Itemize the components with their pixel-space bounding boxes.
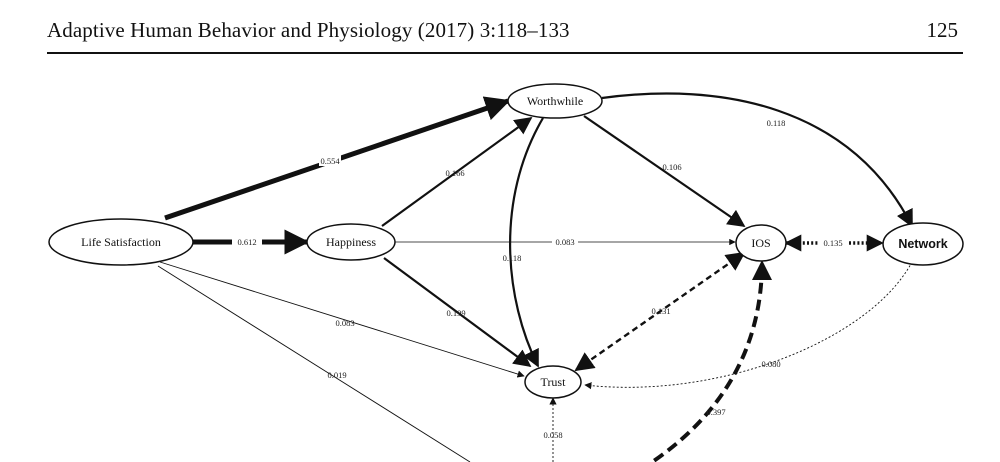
coef-worthwhile-ios: 0.106 xyxy=(662,162,681,172)
node-label-happiness: Happiness xyxy=(326,235,376,249)
node-ios: IOS xyxy=(735,224,787,262)
journal-title: Adaptive Human Behavior and Physiology (… xyxy=(47,18,570,42)
header-rule xyxy=(47,52,963,54)
edge-happiness-trust xyxy=(383,257,532,368)
page-number: 125 xyxy=(926,18,959,42)
coefficients: 0.554 0.612 0.166 0.106 0.118 0.083 0.13… xyxy=(232,118,847,440)
edge-worthwhile-network xyxy=(601,92,913,228)
nodes: Life Satisfaction Happiness Worthwhile I… xyxy=(48,83,964,399)
node-label-worthwhile: Worthwhile xyxy=(527,94,583,108)
edge-lower-ios xyxy=(648,260,772,462)
node-label-life-satisfaction: Life Satisfaction xyxy=(81,235,161,249)
edge-ls-lower xyxy=(157,265,471,462)
node-happiness: Happiness xyxy=(306,223,396,261)
coef-worthwhile-network: 0.118 xyxy=(767,118,786,128)
edge-network-trust xyxy=(584,261,913,390)
coef-worthwhile-trust: 0.118 xyxy=(503,253,522,263)
edge-ls-trust xyxy=(159,261,525,378)
node-worthwhile: Worthwhile xyxy=(507,83,603,119)
coef-ios-network: 0.135 xyxy=(823,238,842,248)
edge-ios-trust xyxy=(574,251,746,372)
node-label-network: Network xyxy=(898,237,947,251)
edge-worthwhile-ios xyxy=(583,115,746,227)
edges xyxy=(157,92,913,462)
coef-network-trust: 0.080 xyxy=(761,359,780,369)
coef-ls-happiness: 0.612 xyxy=(237,237,256,247)
coef-lower-trust: 0.058 xyxy=(543,430,562,440)
coef-happiness-ios: 0.083 xyxy=(555,237,574,247)
coef-lower-ios: 0.397 xyxy=(706,407,725,417)
running-head: Adaptive Human Behavior and Physiology (… xyxy=(0,0,1000,60)
coef-ls-trust: 0.083 xyxy=(335,318,354,328)
node-network: Network xyxy=(882,222,964,266)
coef-ls-lower: 0.019 xyxy=(327,370,346,380)
node-life-satisfaction: Life Satisfaction xyxy=(48,218,194,266)
edge-happiness-worthwhile xyxy=(381,116,533,227)
node-trust: Trust xyxy=(524,365,582,399)
coef-happiness-trust: 0.199 xyxy=(446,308,465,318)
node-label-ios: IOS xyxy=(751,236,770,250)
node-label-trust: Trust xyxy=(541,375,567,389)
edge-worthwhile-trust xyxy=(509,117,544,368)
coef-happiness-worthwhile: 0.166 xyxy=(445,168,464,178)
coef-ios-trust: 0.131 xyxy=(651,306,670,316)
coef-ls-worthwhile: 0.554 xyxy=(320,156,340,166)
